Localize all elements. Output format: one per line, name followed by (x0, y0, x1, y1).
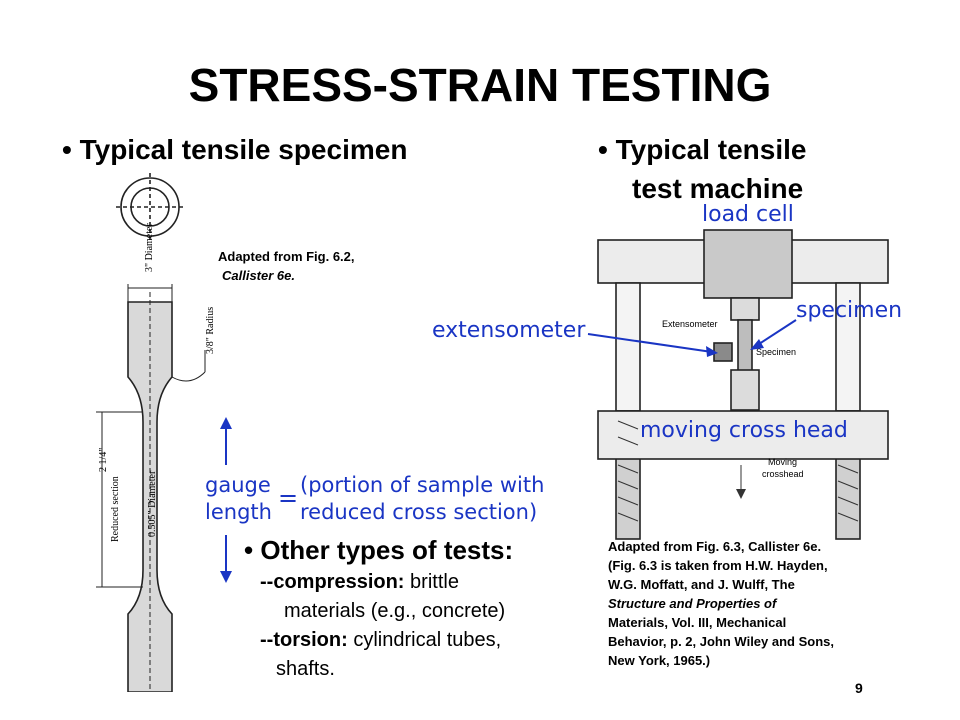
other-tests-list: --compression: brittle materials (e.g., … (260, 568, 505, 684)
compression-label: --compression: (260, 571, 405, 593)
specimen-caption: Adapted from Fig. 6.2, Callister 6e. (218, 247, 355, 285)
torsion-line: --torsion: cylindrical tubes, (260, 626, 505, 655)
caption-line: W.G. Moffatt, and J. Wulff, The (608, 577, 795, 592)
caption-line: Adapted from Fig. 6.3, Callister 6e. (608, 539, 822, 554)
bullet-dot: • (62, 134, 72, 165)
slide-title: STRESS-STRAIN TESTING (188, 59, 772, 111)
compression-text: brittle (410, 571, 459, 593)
torsion-line2: shafts. (276, 658, 335, 680)
diameter-mid-label: 0.505" Diameter (147, 470, 158, 537)
dimension-2-1-4-label: 2 1/4" (98, 448, 109, 472)
caption-line: Structure and Properties of (608, 596, 777, 611)
crosshead-small-label: crosshead (762, 469, 804, 479)
caption-line: Adapted from Fig. 6.2, (218, 249, 355, 264)
extensometer-label: extensometer (432, 318, 586, 343)
moving-crosshead (597, 410, 889, 460)
bullet-test-machine-line2: test machine (632, 173, 804, 204)
caption-line: Callister 6e. (222, 268, 295, 283)
diameter-top-label: 3" Diameter (144, 223, 155, 272)
load-cell-label: load cell (702, 202, 794, 227)
other-tests-heading-text: Other types of tests: (260, 535, 514, 565)
caption-line: New York, 1965.) (608, 653, 711, 668)
load-cell-block (703, 229, 793, 299)
gauge-word: gauge (205, 473, 271, 497)
gauge-def-line1: (portion of sample with (300, 473, 545, 497)
moving-cross-head-label: moving cross head (640, 418, 848, 443)
bullet-test-machine: • Typical tensile (598, 134, 806, 166)
other-tests-heading: • Other types of tests: (244, 535, 513, 566)
reduced-section-label: Reduced section (110, 476, 121, 542)
label-arrows (587, 319, 797, 357)
end-view-inner-circle (130, 187, 170, 227)
bullet-dot: • (244, 535, 254, 565)
bullet-text: Typical tensile (615, 134, 807, 165)
bullet-dot: • (598, 134, 608, 165)
gauge-equals: = (278, 484, 299, 512)
gauge-length-arrow (220, 417, 232, 583)
gauge-definition: (portion of sample with reduced cross se… (300, 472, 544, 526)
moving-small-label: Moving (768, 457, 797, 467)
page-number: 9 (855, 680, 863, 696)
bullet-text: Typical tensile specimen (79, 134, 408, 165)
radius-label: 3/8" Radius (205, 307, 216, 354)
torsion-text: cylindrical tubes, (353, 629, 502, 651)
specimen-drawing: 3" Diameter 3/8" Radius Reduced section … (96, 173, 216, 692)
extensometer-small-label: Extensometer (662, 319, 718, 329)
torsion-label: --torsion: (260, 629, 348, 651)
caption-line: (Fig. 6.3 is taken from H.W. Hayden, (608, 558, 828, 573)
machine-caption: Adapted from Fig. 6.3, Callister 6e. (Fi… (608, 537, 908, 670)
test-machine-drawing: Extensometer Specimen Moving crosshead (597, 229, 889, 540)
bullet-tensile-specimen: • Typical tensile specimen (62, 134, 407, 166)
specimen-small-label: Specimen (756, 347, 796, 357)
caption-line: Behavior, p. 2, John Wiley and Sons, (608, 634, 834, 649)
compression-line2: materials (e.g., concrete) (284, 600, 506, 622)
gauge-def-line2: reduced cross section) (300, 500, 538, 524)
specimen-label: specimen (796, 298, 903, 323)
length-word: length (205, 500, 272, 524)
gauge-length-term: gauge length (205, 472, 272, 526)
compression-line: --compression: brittle (260, 568, 505, 597)
caption-line: Materials, Vol. III, Mechanical (608, 615, 787, 630)
